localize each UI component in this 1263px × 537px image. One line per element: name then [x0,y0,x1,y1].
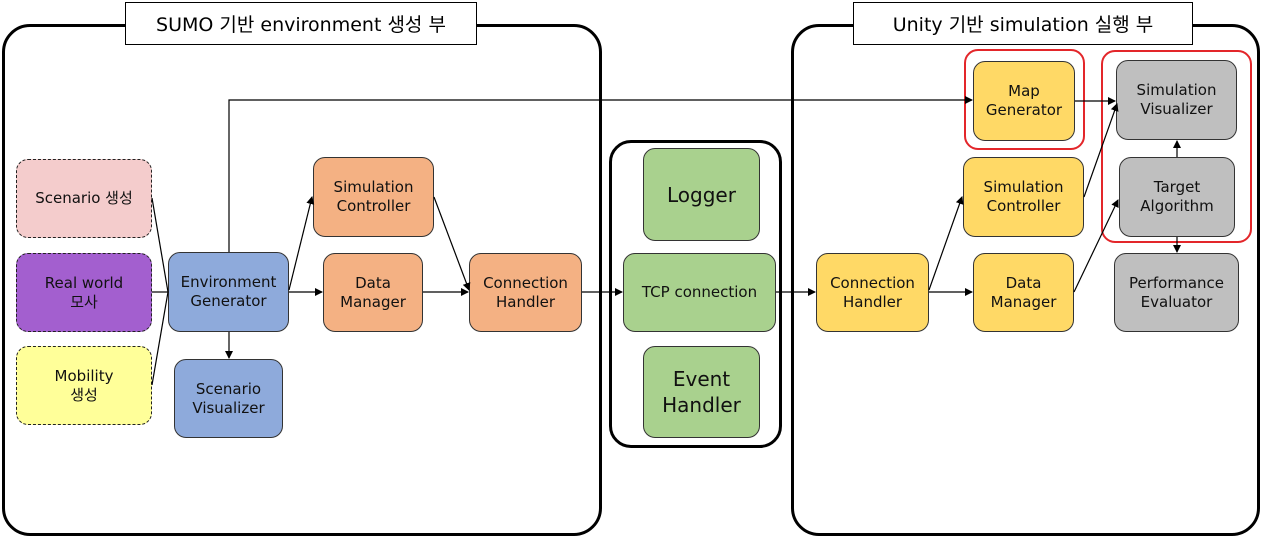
left-data-manager-box: Data Manager [323,253,423,332]
map-generator-highlight [964,49,1085,150]
map-generator-box: Map Generator [973,61,1075,141]
scenario-generation-box: Scenario 생성 [16,159,152,238]
logger-box: Logger [643,148,760,241]
mobility-generation-box: Mobility 생성 [16,346,152,425]
left-panel-title: SUMO 기반 environment 생성 부 [125,2,477,45]
right-connection-handler-box: Connection Handler [816,253,929,332]
target-algorithm-box: Target Algorithm [1119,157,1235,237]
real-world-box: Real world 모사 [16,253,152,332]
performance-evaluator-box: Performance Evaluator [1114,253,1239,332]
environment-generator-box: Environment Generator [168,252,289,332]
right-panel-title: Unity 기반 simulation 실행 부 [853,2,1193,45]
right-simulation-controller-box: Simulation Controller [963,157,1084,237]
left-connection-handler-box: Connection Handler [469,253,582,332]
tcp-connection-box: TCP connection [623,253,776,332]
right-data-manager-box: Data Manager [973,253,1074,332]
visualizer-algorithm-highlight [1101,50,1252,243]
left-simulation-controller-box: Simulation Controller [313,157,434,237]
event-handler-box: Event Handler [643,346,760,438]
scenario-visualizer-box: Scenario Visualizer [174,359,283,438]
simulation-visualizer-box: Simulation Visualizer [1116,60,1237,140]
